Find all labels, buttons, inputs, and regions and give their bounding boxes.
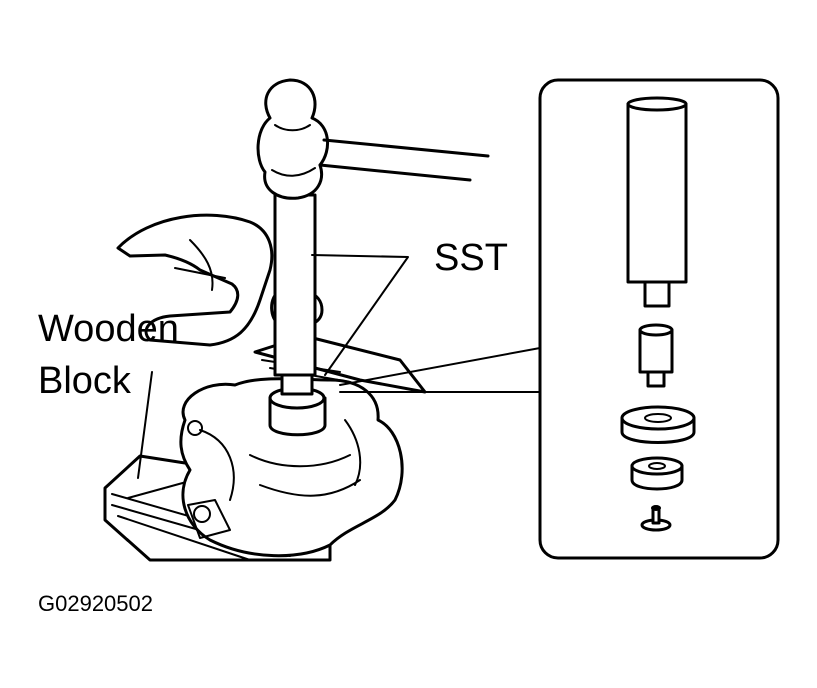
wooden-block-label-line1: Wooden	[38, 308, 179, 350]
pump-housing	[179, 377, 404, 558]
sst-ring-small	[630, 456, 684, 491]
sst-adaptor-part	[638, 323, 674, 388]
wooden-block-label-line2: Block	[38, 360, 131, 402]
sst-label: SST	[434, 237, 508, 279]
sst-pin-part	[640, 505, 672, 532]
wooden-block-leader-line	[137, 371, 153, 479]
hammer	[256, 78, 490, 200]
driver-head	[268, 370, 327, 437]
sst-leader-lines	[311, 254, 409, 376]
figure-code: G02920502	[38, 591, 153, 616]
sst-shaft	[273, 193, 317, 377]
sst-handle-part	[626, 96, 688, 308]
detail-inset	[538, 78, 780, 560]
callout-pointer	[339, 347, 541, 393]
sst-ring-large	[620, 405, 696, 444]
